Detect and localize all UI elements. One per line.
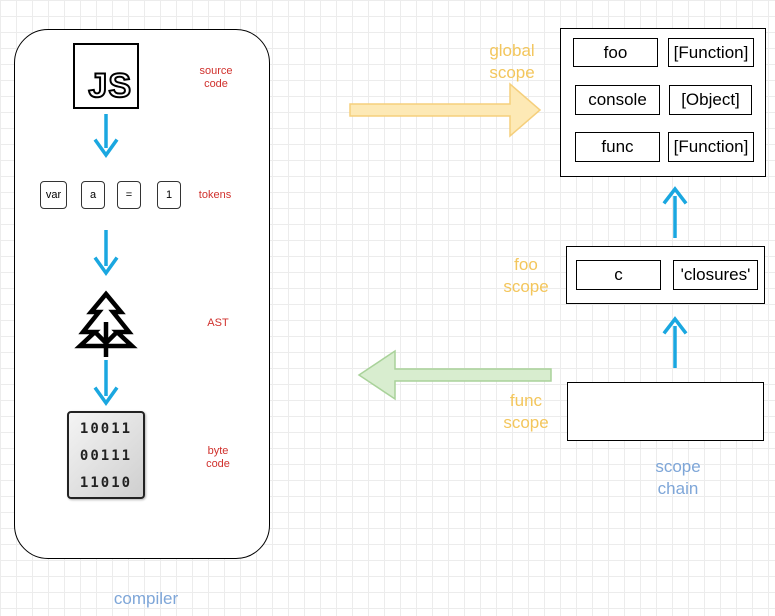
token-a: a xyxy=(81,181,105,209)
global-entry-name: foo xyxy=(573,38,658,67)
global-entry-value: [Function] xyxy=(668,38,754,67)
func-scope-label: func scope xyxy=(503,391,549,432)
token-1: 1 xyxy=(157,181,181,209)
byte-row: 10011 xyxy=(79,421,133,437)
byte-code-label: byte code xyxy=(206,445,230,470)
source-code-label: source code xyxy=(199,65,233,90)
global-entry-value: [Object] xyxy=(669,85,752,115)
down-arrow-icon xyxy=(93,230,119,277)
foo-entry-name: c xyxy=(576,260,661,290)
scope-chain-arrows xyxy=(662,186,688,368)
func-scope-box xyxy=(567,382,764,441)
tokens-label: tokens xyxy=(198,189,232,201)
right-arrow-icon xyxy=(349,82,542,138)
global-entry-name: func xyxy=(575,132,660,162)
byte-row: 00111 xyxy=(79,448,133,464)
binary-grid-icon: 10011 00111 11010 xyxy=(67,411,145,499)
global-entry-name: console xyxy=(575,85,660,115)
compiler-label: compiler xyxy=(113,589,179,608)
down-arrow-icon xyxy=(93,360,119,407)
left-arrow-icon xyxy=(357,349,552,401)
global-scope-label: global scope xyxy=(489,41,535,82)
token-equals: = xyxy=(117,181,141,209)
down-arrow-icon xyxy=(93,114,119,159)
scope-chain-label: scope chain xyxy=(655,457,701,498)
js-logo-icon: JS xyxy=(73,43,139,109)
tree-icon xyxy=(74,290,138,357)
compiler-flow-arrows xyxy=(93,114,119,407)
ast-label: AST xyxy=(207,317,229,329)
up-arrow-icon xyxy=(662,316,688,368)
foo-entry-value: 'closures' xyxy=(673,260,758,290)
byte-row: 11010 xyxy=(79,475,133,491)
up-arrow-icon xyxy=(662,186,688,238)
js-logo-text: JS xyxy=(87,66,132,106)
global-entry-value: [Function] xyxy=(668,132,754,162)
token-var: var xyxy=(40,181,67,209)
foo-scope-label: foo scope xyxy=(503,255,549,296)
